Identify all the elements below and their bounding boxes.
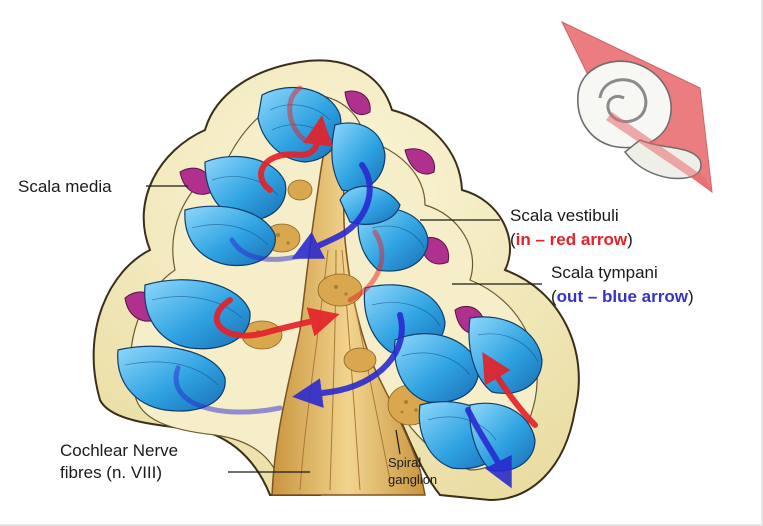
- paren-open: (: [551, 287, 557, 306]
- label-spiral-ganglion-line2: ganglion: [388, 472, 438, 487]
- label-scala-media: Scala media: [18, 177, 112, 196]
- label-scala-tympani: Scala tympani: [551, 263, 658, 282]
- label-cochlear-nerve-line2: fibres (n. VIII): [60, 463, 163, 482]
- blue-arrow-upper: [291, 162, 373, 259]
- label-scala-tympani-note: (out – blue arrow): [551, 286, 694, 307]
- paren-close: ): [627, 230, 633, 249]
- leader-spiral-ganglion: [395, 429, 401, 455]
- red-arrow-right: [482, 352, 538, 428]
- red-arrow-apex: [287, 85, 308, 143]
- leader-lines: [146, 185, 542, 473]
- label-scala-vestibuli: Scala vestibuli: [510, 206, 619, 225]
- label-spiral-ganglion-line1: Spiral: [388, 455, 422, 470]
- blue-arrow-lower-left: [173, 365, 283, 415]
- red-arrow-middle: [213, 297, 340, 339]
- inset-cochlea-shell: [577, 60, 672, 149]
- red-arrow-legend: in – red arrow: [515, 230, 628, 249]
- blue-arrow-right: [465, 407, 512, 489]
- red-arrow-mid-upper: [347, 229, 385, 303]
- red-arrows: [213, 85, 538, 428]
- label-scala-vestibuli-note: (in – red arrow): [510, 229, 633, 250]
- paren-open: (: [510, 230, 516, 249]
- label-cochlear-nerve-line1: Cochlear Nerve: [60, 441, 179, 460]
- red-arrow-upper: [258, 115, 333, 193]
- paren-close: ): [687, 287, 694, 306]
- blue-arrow-legend: out – blue arrow: [556, 287, 688, 306]
- blue-arrows: [173, 162, 512, 489]
- blue-arrow-middle: [292, 312, 405, 409]
- inset-cochlea-section: [560, 20, 713, 194]
- blue-arrow-upper-left: [229, 237, 303, 262]
